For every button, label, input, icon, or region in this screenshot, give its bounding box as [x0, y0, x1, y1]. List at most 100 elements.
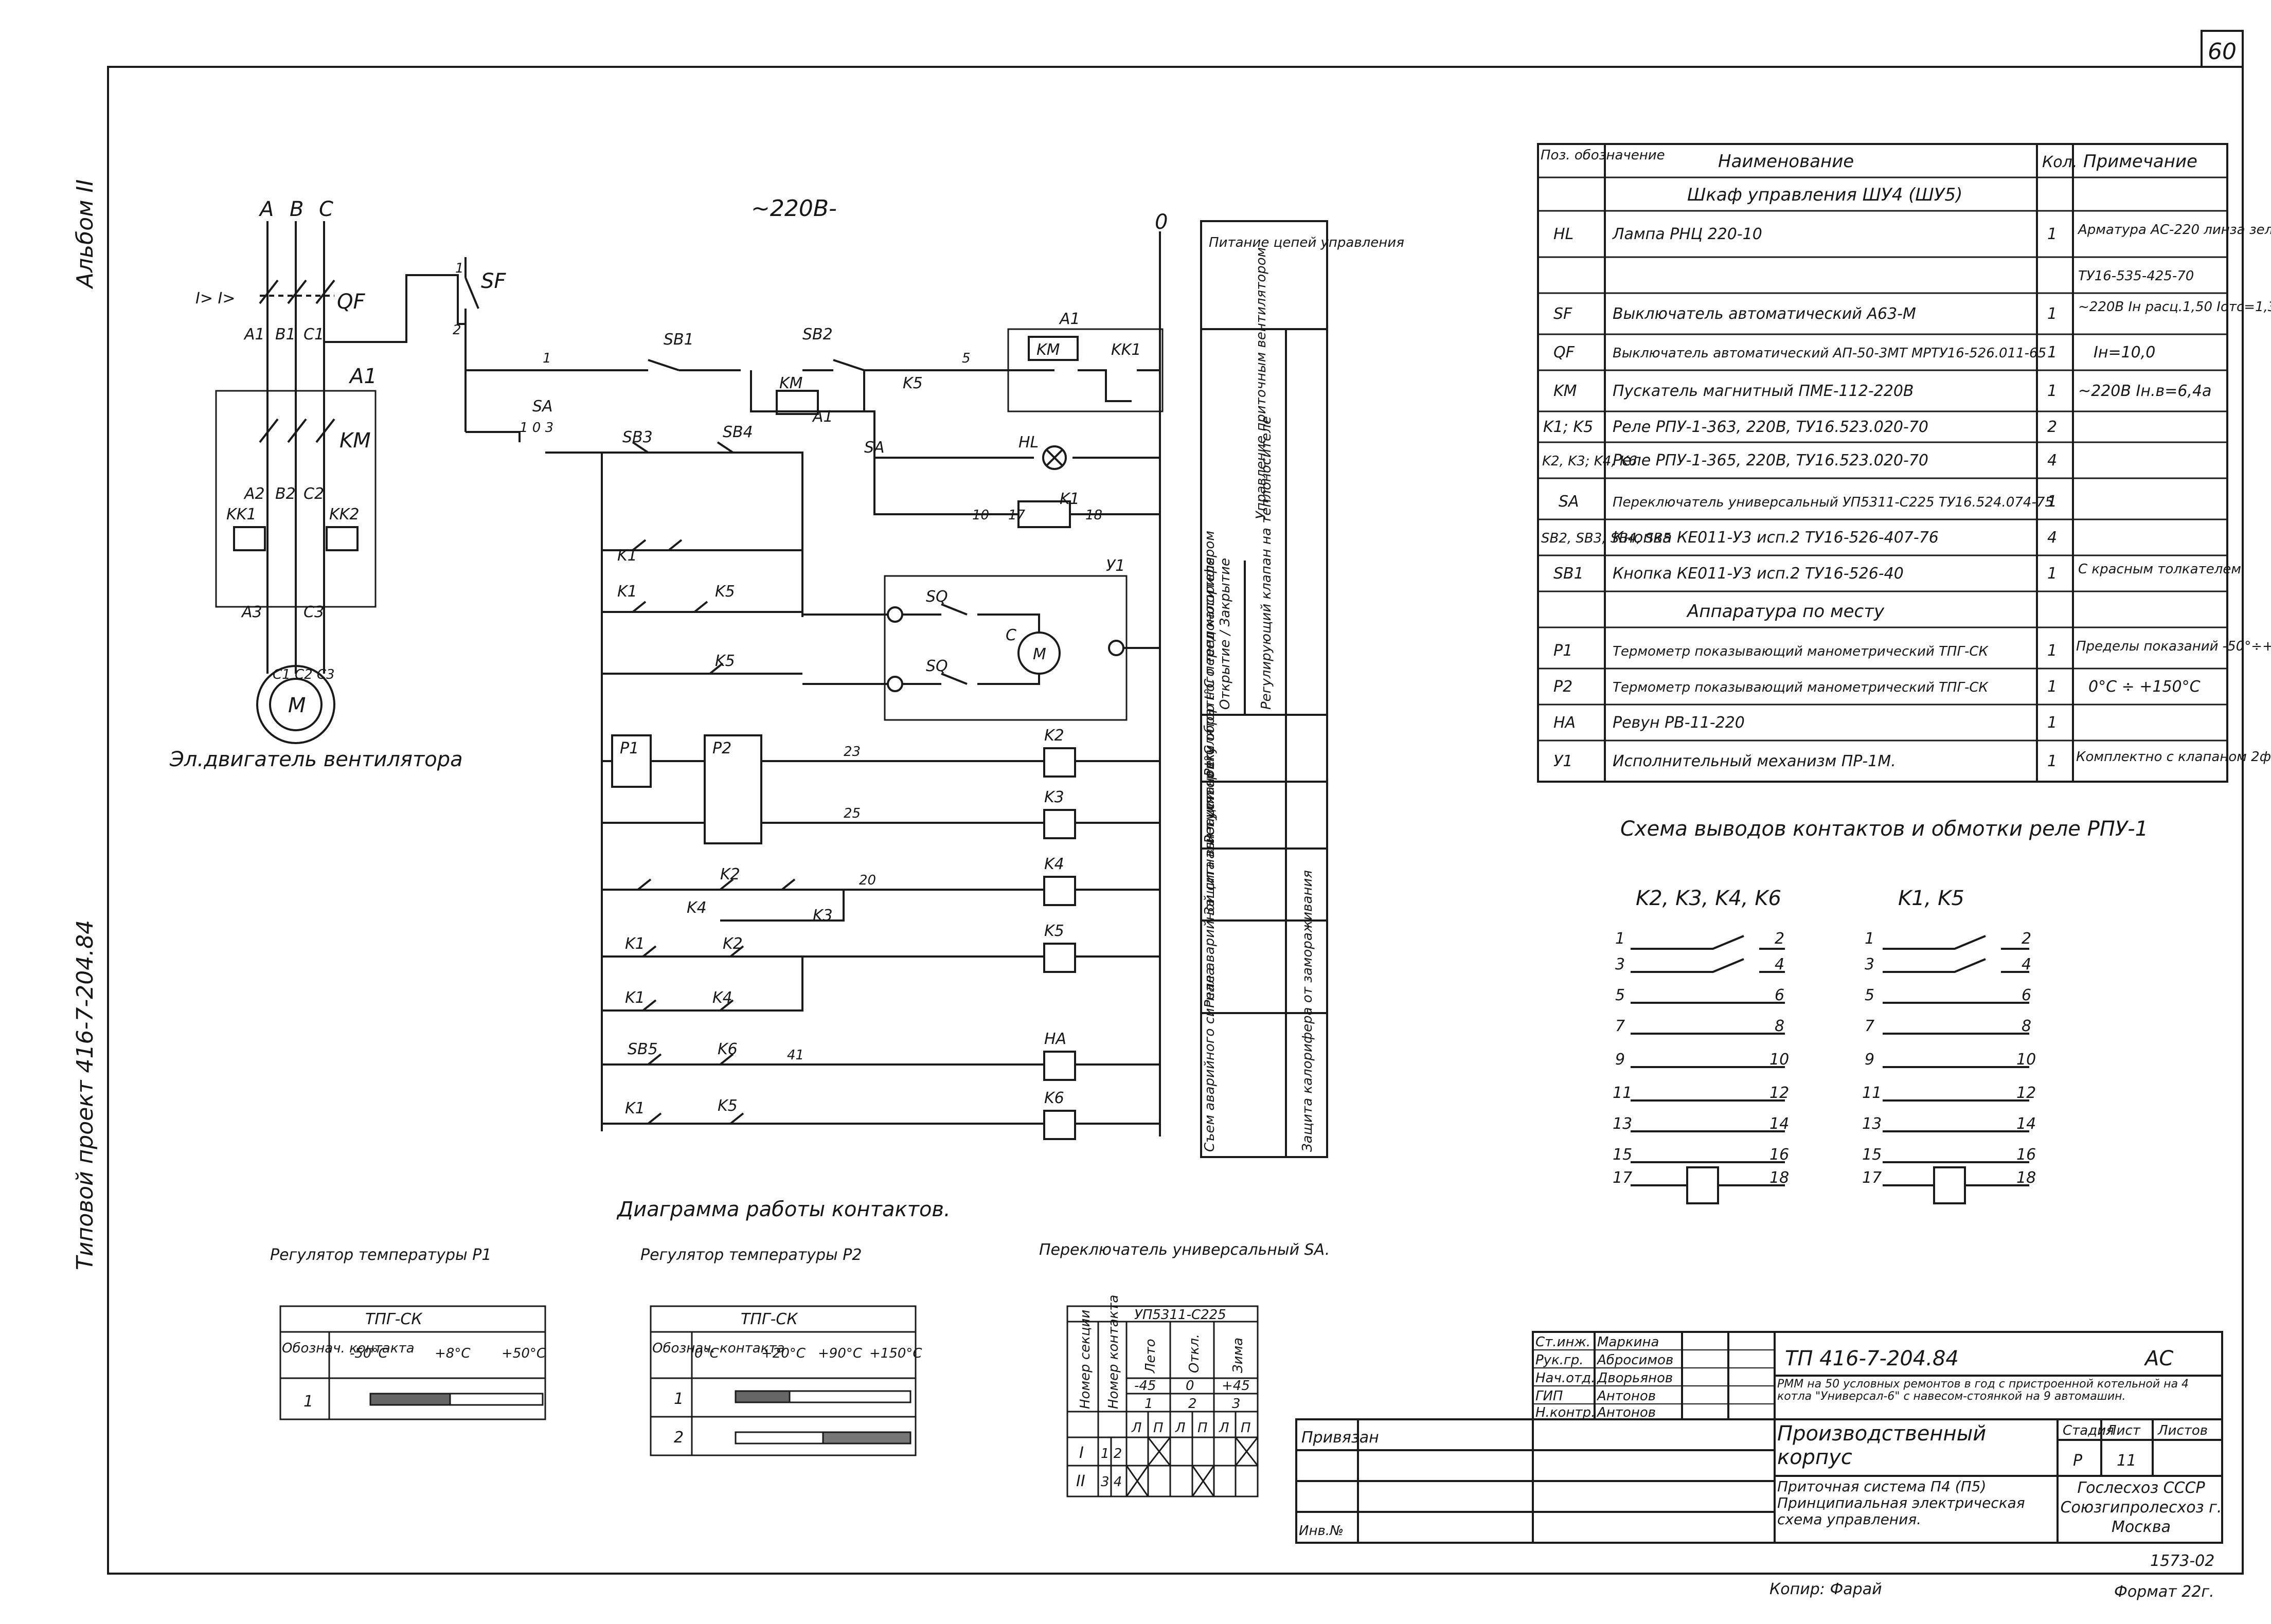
diag-sa-angle-2: +45: [1222, 1378, 1250, 1394]
sq-lower: SQ: [926, 657, 948, 675]
diag-sa-cont-1: 1 2: [1101, 1446, 1122, 1461]
spec-section-1: Шкаф управления ШУ4 (ШУ5): [1687, 185, 1962, 205]
a1-label: A1: [1059, 310, 1080, 328]
wire-41: 41: [787, 1048, 804, 1063]
diag-sa-mode-1: Откл.: [1187, 1334, 1202, 1373]
diag-sa-pos-0: 1: [1145, 1396, 1153, 1412]
sa-positions: 1 0 3: [520, 420, 553, 436]
neutral-label: 0: [1155, 210, 1168, 234]
diag-p2-tick-2: +90°С: [818, 1346, 863, 1361]
p1-label: P1: [620, 739, 639, 757]
spec-r13-qty: 1: [2047, 752, 2057, 770]
rt2-l-11: 11: [1862, 1084, 1882, 1102]
spec-r12-qty: 1: [2047, 714, 2057, 732]
contact-k4-a: K4: [687, 899, 707, 917]
rt-l-7: 7: [1615, 1017, 1625, 1035]
term-c1: C1: [303, 326, 324, 344]
diag-sa-sub-1: П: [1153, 1420, 1164, 1436]
diag-p1-title: Регулятор температуры Р1: [270, 1246, 491, 1264]
relay-terminals: 1 3 5 7 9 11 13 15 17 2 4 6 8 10 12 14 1…: [1613, 930, 2036, 1187]
contact-k1-e: K1: [625, 1099, 645, 1117]
spec-r10-note: Пределы показаний -50°÷+50°С: [2076, 639, 2271, 654]
spec-r8-qty: 4: [2047, 529, 2057, 547]
spec-r1-note: ТУ16-535-425-70: [2078, 268, 2194, 284]
diag-sa: [1066, 1305, 1259, 1497]
sb3-label: SB3: [622, 428, 653, 446]
wire-23: 23: [844, 744, 861, 760]
func-supply: Питание цепей управления: [1209, 235, 1404, 250]
relay-k4-coil: K4: [1044, 855, 1064, 873]
relay-group-2: K1, K5: [1898, 887, 1964, 910]
sf-term-2: 2: [453, 322, 461, 338]
contact-k5-a: K5: [715, 583, 735, 601]
contact-k3-a: K3: [813, 907, 833, 925]
role-0: Ст.инж.: [1535, 1334, 1590, 1350]
phase-c: C: [319, 197, 333, 221]
stamp-sheet-title: Приточная система П4 (П5) Принципиальная…: [1777, 1478, 2025, 1528]
spec-r0-name: Лампа РНЦ 220-10: [1612, 225, 1762, 243]
stamp-sheets-h: Листов: [2157, 1423, 2208, 1438]
page-number: 60: [2208, 39, 2237, 65]
stamp-org-wrap: Гослесхоз СССР Союзгипролесхоз г. Москва: [2061, 1479, 2222, 1536]
diag-p2-row-1: 1: [674, 1390, 684, 1408]
stamp-building-wrap: Производственный корпус: [1777, 1422, 1987, 1469]
phase-a: A: [258, 197, 274, 221]
contact-k6-a: K6: [718, 1040, 738, 1058]
wire-1: 1: [543, 351, 551, 366]
wire-10: 10: [972, 508, 989, 523]
stamp-building: Производственный корпус: [1777, 1422, 1987, 1469]
diag-sa-pos-1: 2: [1188, 1396, 1197, 1412]
stamp-mark: АС: [2143, 1347, 2173, 1370]
spec-r5-pos: K1; K5: [1543, 418, 1593, 436]
spec-table-text: Поз. обозначение Наименование Кол. Приме…: [1541, 148, 2271, 770]
relay-scheme-drawing: [1631, 935, 2029, 1204]
control-wiring: [464, 231, 1164, 1140]
hl-label: HL: [1018, 434, 1039, 452]
spec-r11-qty: 1: [2047, 678, 2057, 696]
spec-r12-name: Ревун РВ-11-220: [1613, 714, 1745, 732]
spec-r6-pos: K2, K3; K4, K6: [1542, 454, 1637, 469]
sb4-label: SB4: [723, 423, 753, 441]
diag-sa-angle-1: 0: [1186, 1378, 1194, 1394]
spec-r11-pos: P2: [1553, 678, 1572, 696]
sf-term-1: 1: [455, 261, 464, 276]
stamp-stage-h: Стадия: [2063, 1423, 2114, 1438]
diag-p1: [279, 1305, 546, 1420]
rt2-r-6: 6: [2022, 986, 2031, 1004]
spec-r7-qty: 1: [2047, 493, 2057, 511]
wire-25: 25: [844, 806, 861, 821]
rt2-r-10: 10: [2016, 1051, 2036, 1069]
func-open-close: Открытие / Закрытие: [1218, 558, 1233, 710]
sb5-label: SB5: [628, 1040, 658, 1058]
spec-r2-pos: SF: [1553, 305, 1572, 323]
spec-r9-note: С красным толкателем: [2078, 562, 2241, 577]
relay-k6-coil: K6: [1044, 1089, 1064, 1107]
diag-sa-mode-2: Зима: [1230, 1338, 1246, 1373]
sb2-label: SB2: [802, 326, 833, 344]
diag-sa-cont-2: 3 4: [1101, 1474, 1122, 1490]
diag-sa-mode-0: Лето: [1143, 1339, 1158, 1374]
rt-l-15: 15: [1613, 1146, 1632, 1164]
spec-r2-note: ~220В Iн расц.1,50 Iотс=1,33т.: [2078, 299, 2271, 315]
a1-sa-label: A1: [812, 408, 833, 426]
diag-p2-col0: Обознач. контакта: [652, 1341, 785, 1356]
y1-label: У1: [1106, 557, 1125, 575]
stamp-stage: Р: [2073, 1452, 2083, 1470]
power-kk1: KK1: [226, 506, 256, 524]
rt2-l-17: 17: [1862, 1169, 1882, 1187]
diag-p1-col0: Обознач. контакта: [282, 1341, 415, 1356]
term-a3: A3: [241, 603, 262, 621]
rt2-l-13: 13: [1862, 1115, 1882, 1133]
spec-r13-pos: У1: [1553, 752, 1572, 770]
wire-17a: 17: [1008, 508, 1026, 523]
rt2-r-16: 16: [2016, 1146, 2036, 1164]
stamp-code: ТП 416-7-204.84: [1785, 1347, 1959, 1370]
diag-p1-header: ТПГ-СК: [365, 1310, 423, 1328]
role-3: ГИП: [1535, 1388, 1563, 1404]
stamp-sheet: 11: [2117, 1452, 2136, 1470]
func-shutdown: Защита выкл.установки: [1202, 745, 1218, 915]
rt-r-4: 4: [1775, 955, 1784, 973]
rt2-r-18: 18: [2016, 1169, 2036, 1187]
power-circuit: [215, 221, 467, 744]
